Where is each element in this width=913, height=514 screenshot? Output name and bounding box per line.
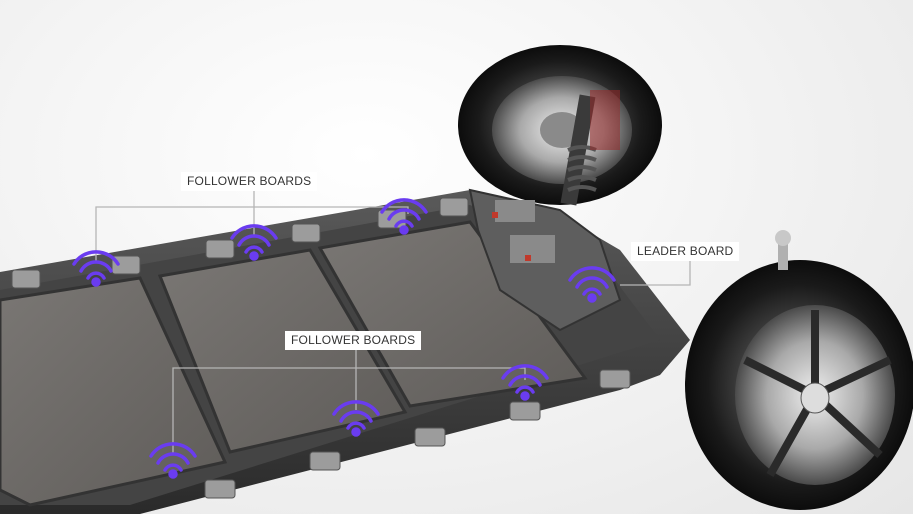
follower-boards-label-top: FOLLOWER BOARDS (181, 172, 318, 191)
wireless-signal-icon (230, 224, 278, 261)
wireless-signal-icon (380, 198, 428, 235)
leader-board-label: LEADER BOARD (631, 242, 740, 261)
wireless-signal-icon (332, 400, 380, 437)
wireless-signal-icon (501, 364, 549, 401)
follower-boards-label-bottom: FOLLOWER BOARDS (285, 331, 422, 350)
wireless-signal-icon (149, 442, 197, 479)
front-wheel (685, 230, 913, 510)
wireless-signal-icon (568, 266, 616, 303)
wireless-signal-icon (72, 250, 120, 287)
coil-spring (567, 145, 597, 192)
rear-wheel (458, 45, 662, 206)
leader-electronics (468, 188, 622, 332)
rail-clips (11, 197, 631, 499)
battery-modules (0, 220, 588, 507)
